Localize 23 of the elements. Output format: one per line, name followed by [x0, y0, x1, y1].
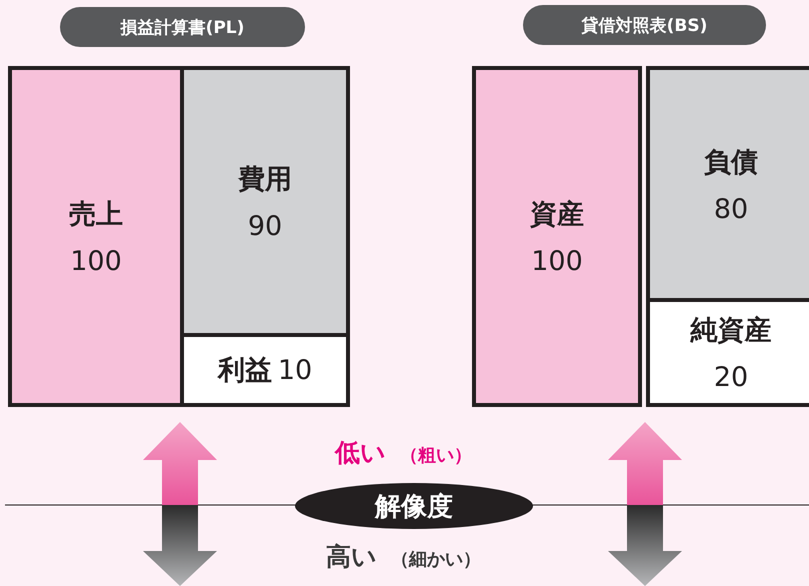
amount-value: 100 [70, 246, 122, 277]
low-label: 低い [335, 437, 386, 469]
item-name: 利益 [218, 354, 272, 388]
high-label: 高い [326, 541, 377, 573]
amount-value: 100 [531, 246, 583, 277]
amount-value: 20 [714, 362, 748, 393]
low-note: （粗い） [400, 444, 472, 467]
heading-text: 解像度 [375, 490, 453, 524]
amount-value: 80 [714, 194, 748, 224]
item-name: 売上 [69, 198, 123, 232]
item-name: 資産 [530, 198, 584, 232]
heading-text: 損益計算書(PL) [120, 16, 244, 38]
item-name: 負債 [704, 146, 758, 180]
amount-value: 10 [278, 354, 312, 386]
amount-value: 90 [248, 211, 282, 242]
title-pill [60, 7, 305, 47]
resolution-ellipse [295, 483, 533, 529]
asset-box [472, 66, 642, 407]
title-pill [523, 5, 766, 45]
item-name: 純資産 [690, 314, 772, 348]
high-note: （細かい） [391, 548, 481, 571]
heading-text: 貸借対照表(BS) [582, 14, 708, 36]
item-name: 費用 [238, 163, 292, 197]
